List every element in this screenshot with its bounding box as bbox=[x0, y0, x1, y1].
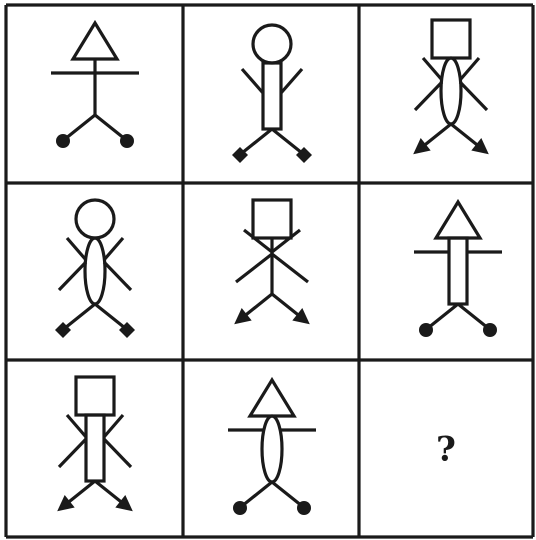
legs-icon bbox=[65, 481, 125, 505]
circle-head-icon bbox=[76, 200, 114, 238]
arrow-feet-icon bbox=[57, 495, 133, 511]
lowered-arms-icon bbox=[415, 58, 487, 110]
legs-icon bbox=[242, 482, 302, 506]
circle-feet-icon bbox=[419, 323, 497, 337]
circle-feet-icon bbox=[233, 501, 311, 515]
ellipse-body-icon bbox=[262, 416, 282, 482]
question-mark: ? bbox=[436, 430, 456, 470]
answer-cell[interactable]: ? bbox=[436, 430, 456, 470]
ellipse-body-icon bbox=[85, 238, 105, 304]
triangle-head-icon bbox=[250, 380, 294, 416]
legs-icon bbox=[428, 304, 488, 328]
raised-arms-icon bbox=[242, 69, 302, 93]
rectangle-body-icon bbox=[449, 238, 467, 304]
legs-icon bbox=[65, 304, 125, 328]
triangle-head-icon bbox=[73, 23, 117, 59]
ellipse-body-icon bbox=[441, 58, 461, 124]
legs-icon bbox=[242, 129, 302, 153]
legs-icon bbox=[242, 294, 302, 318]
legs-icon bbox=[421, 124, 481, 148]
triangle-head-icon bbox=[436, 202, 480, 238]
circle-feet-icon bbox=[56, 134, 134, 148]
square-head-icon bbox=[432, 20, 470, 58]
lowered-arms-icon bbox=[59, 415, 131, 467]
figure-cell bbox=[57, 377, 133, 511]
square-head-icon bbox=[76, 377, 114, 415]
legs-icon bbox=[65, 115, 125, 139]
figure-cell bbox=[413, 20, 489, 154]
figure-cell bbox=[414, 202, 502, 337]
rectangle-body-icon bbox=[263, 63, 281, 129]
figure-cell bbox=[51, 23, 139, 148]
figure-cell bbox=[55, 200, 135, 338]
square-head-icon bbox=[253, 200, 291, 238]
arrow-feet-icon bbox=[413, 138, 489, 154]
figure-cell bbox=[232, 25, 312, 163]
arrow-feet-icon bbox=[234, 308, 310, 324]
rectangle-body-icon bbox=[86, 415, 104, 481]
figure-cell bbox=[228, 380, 316, 515]
figure-cell bbox=[234, 200, 310, 324]
lowered-arms-icon bbox=[59, 238, 131, 290]
circle-head-icon bbox=[253, 25, 291, 63]
